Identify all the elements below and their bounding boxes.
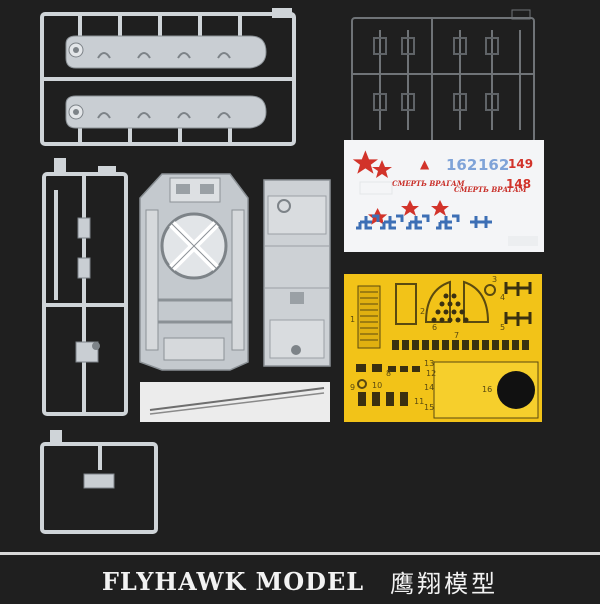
decal-sheet: ▲ 162 162 149 148 СМЕРТЬ ВРАГАМ СМЕРТЬ В… bbox=[344, 140, 544, 252]
brand-name: FLYHAWK MODEL bbox=[101, 566, 365, 596]
svg-text:▲: ▲ bbox=[420, 157, 430, 171]
etch-part-number-1: 1 bbox=[350, 315, 355, 324]
sprue-tab bbox=[54, 158, 66, 174]
etch-part-number-10: 10 bbox=[372, 381, 382, 390]
sprue-tab bbox=[98, 166, 116, 174]
product-photo: ▲ 162 162 149 148 СМЕРТЬ ВРАГАМ СМЕРТЬ В… bbox=[40, 8, 544, 534]
etch-part-number-9: 9 bbox=[350, 383, 355, 392]
hull-body bbox=[139, 173, 249, 371]
sprue-tab bbox=[272, 8, 292, 18]
etch-part-number-8: 8 bbox=[386, 369, 391, 378]
etch-part-number-13: 13 bbox=[424, 359, 434, 368]
sprue-tab bbox=[50, 430, 62, 444]
footer-divider bbox=[0, 552, 600, 555]
kit-parts-illustration: ▲ 162 162 149 148 СМЕРТЬ ВРАГАМ СМЕРТЬ В… bbox=[40, 8, 544, 534]
decal-slogan-2: СМЕРТЬ ВРАГАМ bbox=[454, 185, 527, 194]
decal-blue-emblems bbox=[356, 214, 492, 230]
etch-part-number-14: 14 bbox=[424, 383, 434, 392]
etch-part-number-4: 4 bbox=[500, 293, 505, 302]
decal-number-4: 148 bbox=[506, 177, 531, 191]
sprue-black-parts bbox=[351, 17, 535, 143]
etch-part-number-5: 5 bbox=[500, 323, 505, 332]
brand-footer: FLYHAWK MODEL 鹰翔模型 bbox=[0, 558, 600, 604]
hull-side-panel bbox=[263, 179, 331, 367]
decal-number-2: 162 bbox=[478, 156, 509, 174]
small-part bbox=[83, 473, 115, 489]
metal-rods bbox=[140, 382, 330, 422]
etch-part-number-2: 2 bbox=[420, 307, 425, 316]
etch-part-number-12: 12 bbox=[426, 369, 436, 378]
etch-part-number-16: 16 bbox=[482, 385, 492, 394]
track-link-upper bbox=[65, 35, 267, 69]
decal-slogan-1: СМЕРТЬ ВРАГАМ bbox=[392, 179, 465, 188]
etch-part-number-7: 7 bbox=[454, 331, 459, 340]
decal-number-3: 149 bbox=[508, 157, 533, 171]
etch-part-number-3: 3 bbox=[492, 275, 497, 284]
sprue-small bbox=[40, 442, 158, 534]
brand-name-chinese: 鹰翔模型 bbox=[390, 569, 499, 598]
etch-sheet: 1 2 3 4 5 6 7 8 9 10 11 12 13 14 15 16 bbox=[344, 274, 542, 422]
etch-part-number-15: 15 bbox=[424, 403, 434, 412]
sprue-suspension bbox=[42, 172, 128, 416]
decal-number-1: 162 bbox=[446, 156, 477, 174]
sprue-tab bbox=[511, 9, 531, 20]
track-link-lower bbox=[65, 95, 267, 129]
etch-part-number-11: 11 bbox=[414, 397, 424, 406]
etch-part-number-6: 6 bbox=[432, 323, 437, 332]
suspension-parts bbox=[75, 217, 100, 363]
